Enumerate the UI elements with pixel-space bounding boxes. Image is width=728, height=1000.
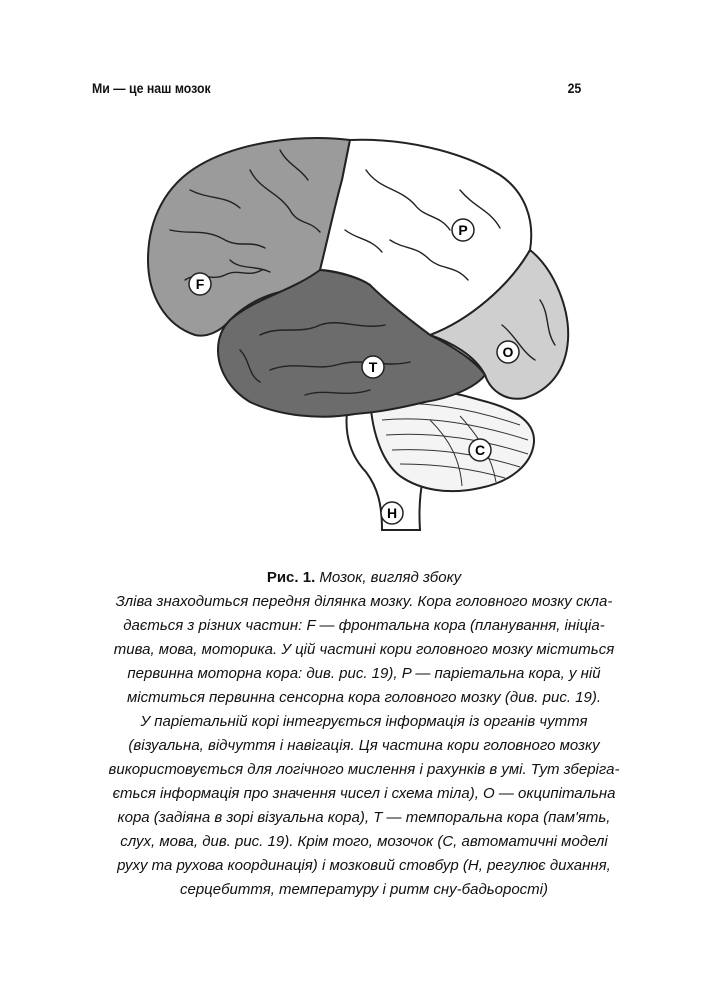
label-parietal-text: P xyxy=(458,222,467,238)
caption-line: дається з різних частин: F — фронтальна … xyxy=(123,617,605,634)
label-occipital-text: O xyxy=(503,344,514,360)
caption-line: кора (задіяна в зорі візуальна кора), T … xyxy=(117,809,611,826)
page-number: 25 xyxy=(567,80,582,96)
figure-caption: Рис. 1. Мозок, вигляд збоку Зліва знаход… xyxy=(100,566,628,902)
label-brainstem: H xyxy=(380,501,404,525)
label-parietal: P xyxy=(451,218,475,242)
figure-label: Рис. 1. xyxy=(266,569,316,586)
label-frontal-text: F xyxy=(196,276,205,292)
caption-line: У паріетальній корі інтегрується інформа… xyxy=(140,713,588,730)
caption-line: серцебиття, температуру і ритм сну-бадьо… xyxy=(180,881,548,898)
caption-line: Зліва знаходиться передня ділянка мозку.… xyxy=(115,593,613,610)
caption-line: міститься первинна сенсорна кора головно… xyxy=(126,689,602,706)
label-frontal: F xyxy=(188,272,212,296)
caption-line: використовується для логічного мислення … xyxy=(108,761,620,778)
figure-title: Рис. 1. Мозок, вигляд збоку xyxy=(100,566,628,590)
temporal-lobe-region xyxy=(216,268,487,418)
label-cerebellum-text: C xyxy=(475,442,485,458)
running-header: Ми — це наш мозок 25 xyxy=(92,80,581,100)
caption-line: тива, мова, моторика. У цій частині кори… xyxy=(113,641,615,658)
label-temporal-text: T xyxy=(369,359,378,375)
caption-line: первинна моторна кора: див. рис. 19), P … xyxy=(127,665,601,682)
caption-line: ється інформація про значення чисел і сх… xyxy=(112,785,616,802)
running-title: Ми — це наш мозок xyxy=(92,80,211,96)
label-brainstem-text: H xyxy=(387,505,397,521)
label-occipital: O xyxy=(496,340,520,364)
brain-illustration: F P O T C H xyxy=(146,137,570,531)
label-cerebellum: C xyxy=(468,438,492,462)
caption-line: руху та рухова координація) і мозковий с… xyxy=(117,857,611,874)
figure-name: Мозок, вигляд збоку xyxy=(319,569,462,586)
occipital-lobe-region xyxy=(427,248,570,400)
caption-line: (візуальна, відчуття і навігація. Ця час… xyxy=(128,737,600,754)
caption-line: слух, мова, див. рис. 19). Крім того, мо… xyxy=(120,833,608,850)
label-temporal: T xyxy=(361,355,385,379)
